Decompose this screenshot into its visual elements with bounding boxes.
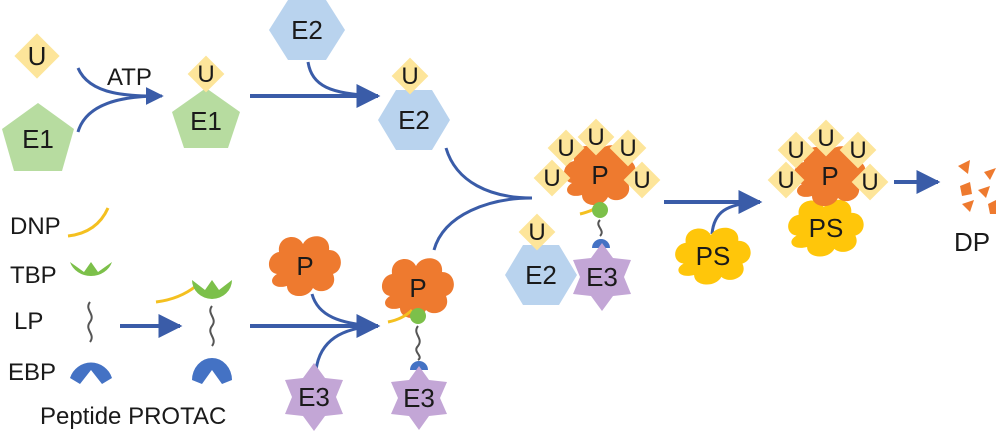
ubiquitin-on-e2: U [391,57,429,95]
complex-e2-ubiquitin: U [518,213,556,251]
complex-ubiquitin-5: U [623,161,661,199]
peptide-protac-caption: Peptide PROTAC [40,403,226,430]
ps-complex-protein-label: P [821,161,838,191]
ternary-protein-label: P [409,273,426,303]
complex-e2-label: E2 [525,260,557,290]
ubiquitin-label: U [28,41,47,71]
arrow-e1-join [76,94,161,133]
protac-dnp-icon [155,284,197,304]
tbp-icon [70,262,112,277]
complex-e2-u-label: U [528,219,545,246]
ps-complex-ubiquitin-4: U [767,161,805,199]
ubiquitin-on-e1: U [187,55,225,93]
protac-tbp-icon [192,280,232,299]
dp-label: DP [954,227,990,257]
complex-protein: P [563,145,636,206]
ternary-protein: P [381,258,454,319]
peptide-protac [155,280,232,384]
ternary-ebp-icon [410,361,428,370]
ps-complex-protein: P [793,146,866,207]
e1-label: E1 [22,124,54,154]
complex-u1-label: U [557,135,574,162]
arrow-p-join [310,293,377,328]
lp-icon [87,301,93,343]
arrow-ps-join [710,200,759,235]
legend-ebp-label: EBP [8,359,56,386]
ps-bound-label: PS [809,213,844,243]
protein-free: P [268,236,341,297]
legend-lp-label: LP [14,308,43,335]
polyubiquitinated-complex: P U U U U U E2 U E3 [505,118,661,311]
complex-ubiquitin-2: U [577,118,615,156]
e2-free: E2 [269,0,345,60]
e2-loaded-label: E2 [398,105,430,135]
complex-ubiquitin-1: U [547,129,585,167]
connectors [76,61,941,371]
fragment-2 [984,168,996,180]
complex-u2-label: U [587,124,604,151]
complex-tbp-icon [592,202,608,218]
ps-bound: PS [788,199,864,257]
ps-complex-ubiquitin-3: U [839,131,877,169]
e2-loaded: E2 [378,90,450,150]
arrow-e2-join [306,61,377,98]
proteasome-complex: PS P U U U U U [767,119,889,257]
complex-protein-label: P [591,160,608,190]
curve-e2-to-complex [444,147,533,200]
fragment-5 [962,200,974,212]
complex-linker-icon [597,219,603,237]
complex-u4-label: U [543,165,560,192]
ps-label: PS [696,241,731,271]
ps-u4-label: U [777,167,794,194]
complex-u3-label: U [619,135,636,162]
ternary-e3: E3 [391,366,447,430]
complex-ubiquitin-3: U [609,129,647,167]
e1-loaded-label: E1 [190,106,222,136]
ternary-dnp-icon [387,308,414,324]
ps-free: PS [675,227,751,285]
atp-label: ATP [107,64,152,91]
ubiquitin-on-e2-label: U [401,63,418,90]
ps-complex-ubiquitin-5: U [851,163,889,201]
e3-label: E3 [298,382,330,412]
e1-free: E1 [2,103,74,171]
legend-tbp-label: TBP [10,262,57,289]
complex-ubiquitin-4: U [533,159,571,197]
fragment-6 [988,200,996,214]
complex-e2: E2 [505,245,577,305]
degraded-protein-fragments [958,160,996,214]
ternary-linker-icon [415,325,421,361]
complex-u5-label: U [633,167,650,194]
fragment-1 [958,160,970,174]
ternary-tbp-icon [410,308,426,324]
e3-free: E3 [285,363,343,431]
ps-u1-label: U [787,137,804,164]
ps-u2-label: U [817,125,834,152]
curve-p-to-complex [432,196,533,251]
e2-label: E2 [291,15,323,45]
ternary-complex: P E3 [381,258,454,430]
arrow-e3-join [314,324,377,371]
ubiquitin-free: U [14,33,60,79]
dnp-icon [67,207,110,238]
ps-complex-ubiquitin-2: U [807,119,845,157]
fragment-4 [978,186,990,198]
fragment-3 [960,182,972,196]
ternary-e3-label: E3 [403,383,435,413]
complex-e3-label: E3 [586,262,618,292]
ps-u3-label: U [849,137,866,164]
ps-u5-label: U [861,169,878,196]
protein-label: P [296,251,313,281]
protac-linker-icon [209,305,215,347]
complex-e3: E3 [573,243,631,311]
ebp-icon [70,362,112,384]
ubiquitin-on-e1-label: U [197,61,214,88]
e1-loaded: E1 [172,88,240,148]
legend-dnp-label: DNP [10,213,61,240]
complex-ebp-icon [592,239,610,248]
protac-ebp-icon [192,358,232,384]
ps-complex-ubiquitin-1: U [777,131,815,169]
